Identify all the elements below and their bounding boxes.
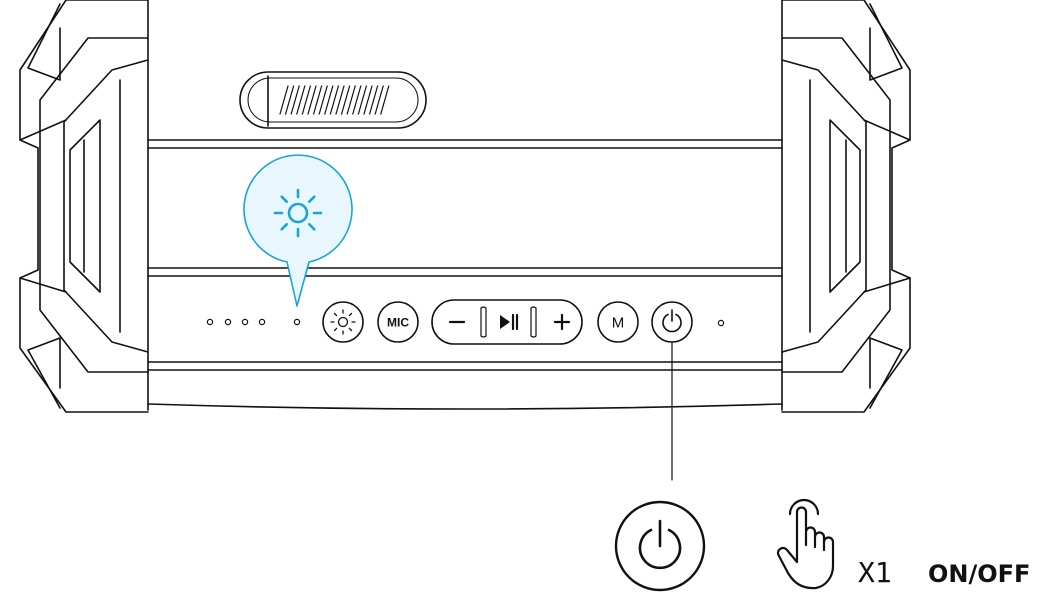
mic-label: MIC <box>387 316 409 330</box>
light-sun-icon <box>273 188 323 238</box>
mic-button[interactable]: MIC <box>377 301 419 343</box>
volume-plus-button[interactable] <box>553 313 571 331</box>
speaker-handle <box>239 71 427 129</box>
action-label: ON/OFF <box>928 560 1030 588</box>
speaker-body <box>147 0 783 411</box>
sun-icon <box>330 309 356 335</box>
rocker-divider-right <box>530 306 537 338</box>
indicator-dots <box>206 318 725 327</box>
instruction-power-icon <box>614 500 706 592</box>
light-callout <box>243 154 353 307</box>
light-button[interactable] <box>322 301 364 343</box>
left-end-cap <box>19 0 149 413</box>
right-end-cap <box>781 0 911 413</box>
volume-play-rocker[interactable] <box>431 299 583 345</box>
hand-tap-icon <box>776 498 835 590</box>
rocker-divider-left <box>480 306 487 338</box>
press-count: X1 <box>858 556 892 589</box>
power-icon <box>662 309 682 333</box>
play-pause-icon <box>500 313 519 331</box>
play-pause-button[interactable] <box>500 313 519 331</box>
power-button[interactable] <box>651 301 693 343</box>
mode-label: M <box>612 315 625 332</box>
mode-button[interactable]: M <box>597 301 639 343</box>
